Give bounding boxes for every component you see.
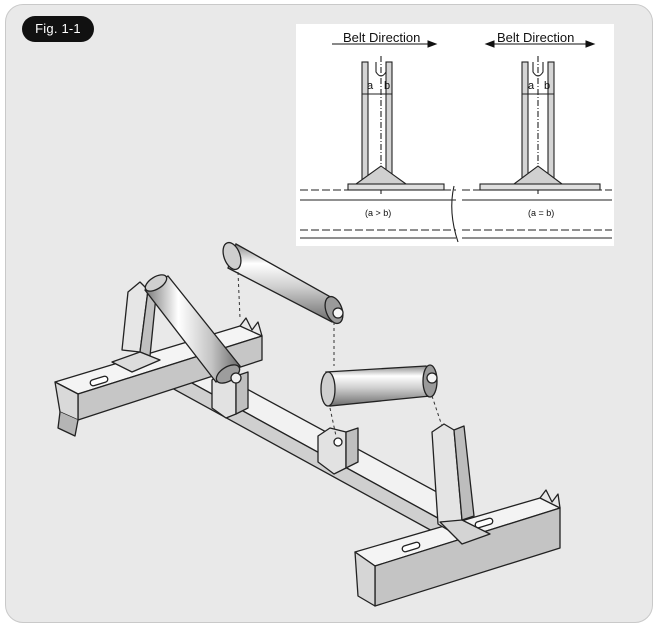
detail-left-drawing [300,56,459,243]
belt-direction-label-left: Belt Direction [343,30,421,45]
condition-label-left: (a > b) [365,208,392,218]
condition-label-right: (a = b) [528,208,555,218]
left-wing-bracket [111,281,161,373]
assembly-guide-lines [237,271,443,437]
belt-direction-arrow-left [332,40,438,48]
dimension-a-left: a [367,80,374,92]
dimension-b-left: b [384,80,391,92]
carrying-roller-upper [222,241,344,325]
detail-inset [296,24,614,246]
wing-roller-left [144,274,242,384]
carrying-roller-lower [320,364,438,407]
dimension-a-right: a [528,80,535,92]
detail-right-drawing [462,56,612,239]
belt-direction-label-right: Belt Direction [497,30,575,45]
right-wing-bracket [431,423,491,545]
dimension-b-right: b [544,80,551,92]
belt-direction-arrow-right [484,40,596,48]
figure-number-badge: Fig. 1-1 [22,16,94,42]
center-bracket-right [317,427,359,475]
